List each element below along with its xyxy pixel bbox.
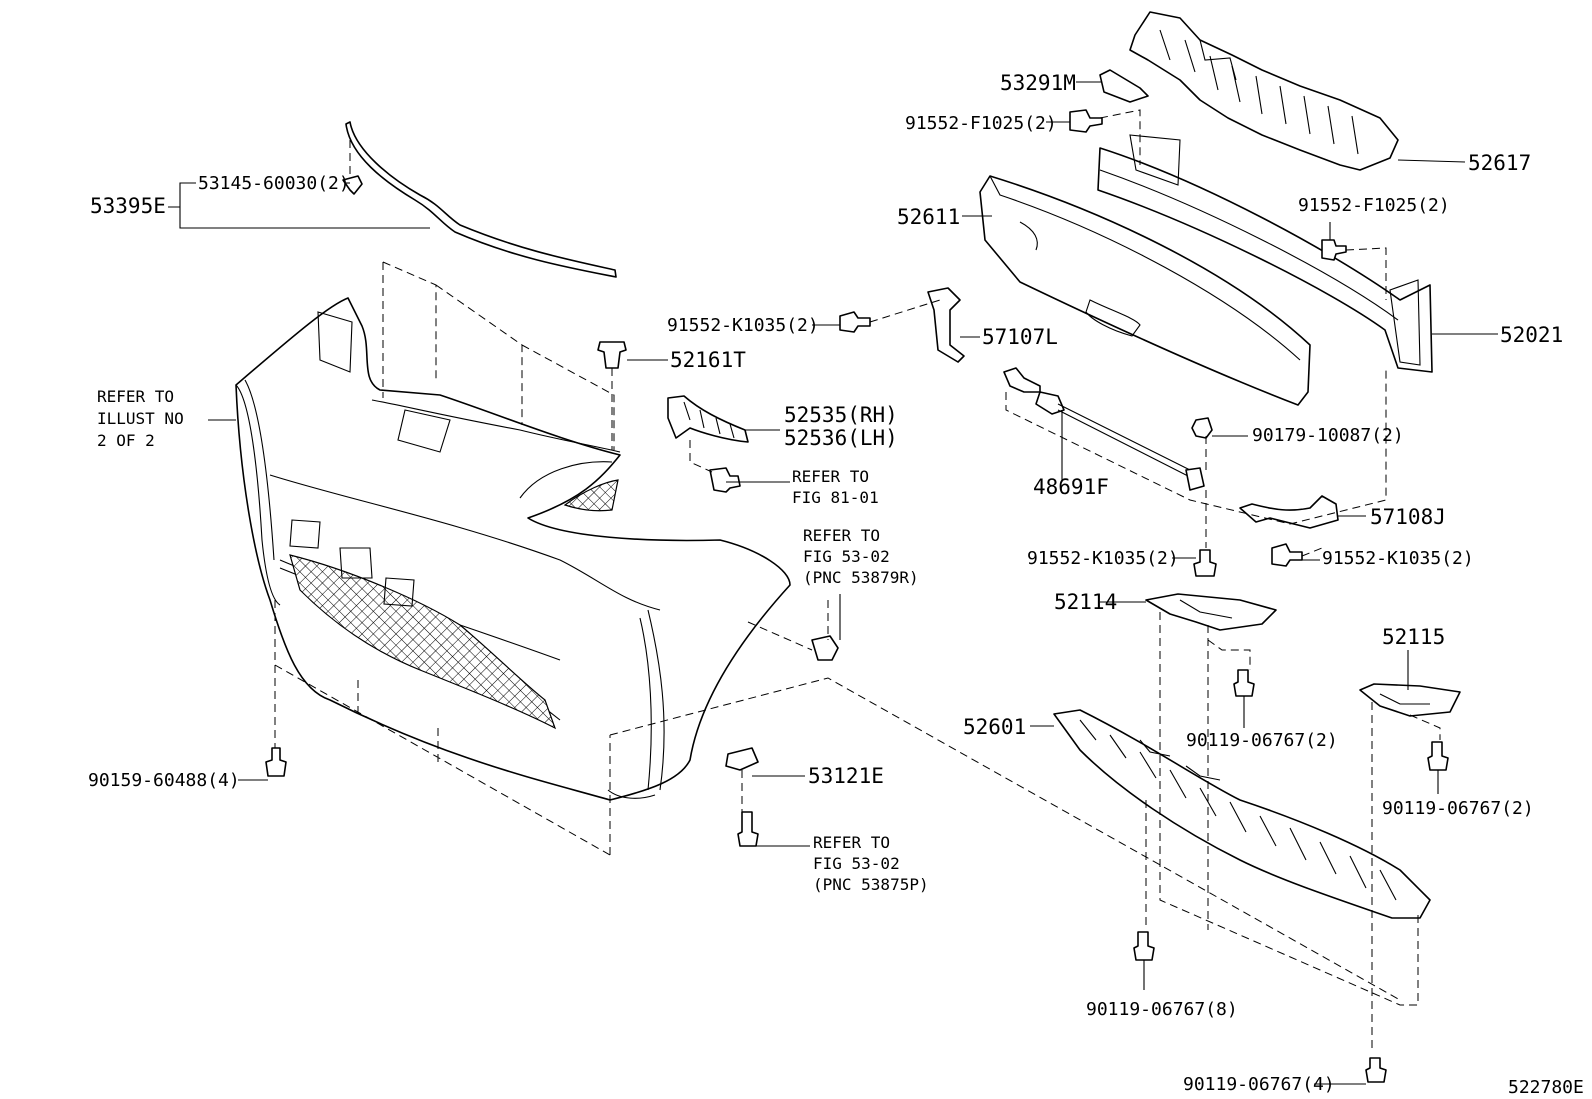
label-52161t: 52161T [670, 348, 746, 372]
bolt-91552-f-top [1069, 109, 1103, 133]
bracket-57107l [927, 287, 965, 363]
label-52021: 52021 [1500, 323, 1563, 347]
undercover-52601 [1053, 709, 1431, 919]
bracket-53291m [1099, 69, 1149, 103]
energy-absorber-52617 [1129, 11, 1399, 171]
label-90119-06767-b: 90119-06767(2) [1382, 798, 1534, 819]
label-52115: 52115 [1382, 625, 1445, 649]
cover-52114 [1145, 593, 1277, 631]
label-57107l: 57107L [982, 325, 1058, 349]
label-52611: 52611 [897, 205, 960, 229]
figure-code: 522780E [1508, 1077, 1584, 1098]
cable-48691f [1003, 367, 1205, 491]
bolt-91552-k-right [1271, 543, 1303, 567]
molding-strip [345, 121, 617, 278]
refer-53-02-p-line3: (PNC 53875P) [813, 875, 929, 894]
label-90119-06767-a: 90119-06767(2) [1186, 730, 1338, 751]
label-90119-06767-d: 90119-06767(4) [1183, 1074, 1335, 1095]
label-90179-10087: 90179-10087(2) [1252, 425, 1404, 446]
retainer-53121e [725, 747, 759, 771]
bolt-90159 [265, 747, 287, 777]
label-48691f: 48691F [1033, 475, 1109, 499]
label-52536-lh: 52536(LH) [784, 426, 898, 450]
label-53145-60030: 53145-60030(2) [198, 173, 350, 194]
push-clip-52161t [597, 341, 627, 369]
label-90119-06767-c: 90119-06767(8) [1086, 999, 1238, 1020]
bolt-53875p [737, 811, 759, 847]
refer-53-02-r-line1: REFER TO [803, 526, 880, 545]
refer-53-02-r-line2: FIG 53-02 [803, 547, 890, 566]
label-53395e: 53395E [90, 194, 166, 218]
label-53121e: 53121E [808, 764, 884, 788]
refer-illust-line2: ILLUST NO [97, 409, 184, 428]
nut-90179 [1191, 417, 1213, 439]
refer-81-01-line2: FIG 81-01 [792, 488, 879, 507]
label-91552-f1025-top: 91552-F1025(2) [905, 113, 1057, 134]
bolt-90119-a [1233, 669, 1255, 697]
label-52114: 52114 [1054, 590, 1117, 614]
cover-52115 [1359, 683, 1461, 717]
part-labels: 53395E 53145-60030(2) REFER TO ILLUST NO… [88, 71, 1584, 1098]
bolt-90119-b [1427, 741, 1449, 771]
label-52617: 52617 [1468, 151, 1531, 175]
label-91552-f1025-right: 91552-F1025(2) [1298, 195, 1450, 216]
refer-53-02-p-line1: REFER TO [813, 833, 890, 852]
label-90159-60488: 90159-60488(4) [88, 770, 240, 791]
reinforcement-52021 [1097, 134, 1433, 373]
refer-illust-line1: REFER TO [97, 387, 174, 406]
bolt-90119-c [1133, 931, 1155, 961]
refer-81-01-line1: REFER TO [792, 467, 869, 486]
bumper-cover [235, 297, 791, 801]
bolt-81-01 [709, 467, 741, 493]
beam-52611 [979, 175, 1311, 406]
install-lines-left [274, 140, 1401, 1001]
label-53291m: 53291M [1000, 71, 1076, 95]
label-91552-k1035-mid: 91552-K1035(2) [1027, 548, 1179, 569]
clip-53879r [811, 635, 839, 661]
install-lines-right [869, 109, 1441, 1050]
leader-lines [168, 81, 1498, 1085]
bolt-91552-f-right [1321, 239, 1347, 261]
refer-53-02-r-line3: (PNC 53879R) [803, 568, 919, 587]
clip-53145 [342, 175, 363, 195]
bolt-91552-k-mid [1193, 549, 1217, 577]
side-bracket [667, 395, 749, 443]
label-52601: 52601 [963, 715, 1026, 739]
refer-53-02-p-line2: FIG 53-02 [813, 854, 900, 873]
bolt-90119-d [1365, 1057, 1387, 1083]
bolt-91552-k-top [839, 311, 871, 333]
label-57108j: 57108J [1370, 505, 1446, 529]
label-52535-rh: 52535(RH) [784, 403, 898, 427]
label-91552-k1035-right: 91552-K1035(2) [1322, 548, 1474, 569]
bracket-57108j [1239, 495, 1339, 529]
label-91552-k1035-top: 91552-K1035(2) [667, 315, 819, 336]
refer-illust-line3: 2 OF 2 [97, 431, 155, 450]
